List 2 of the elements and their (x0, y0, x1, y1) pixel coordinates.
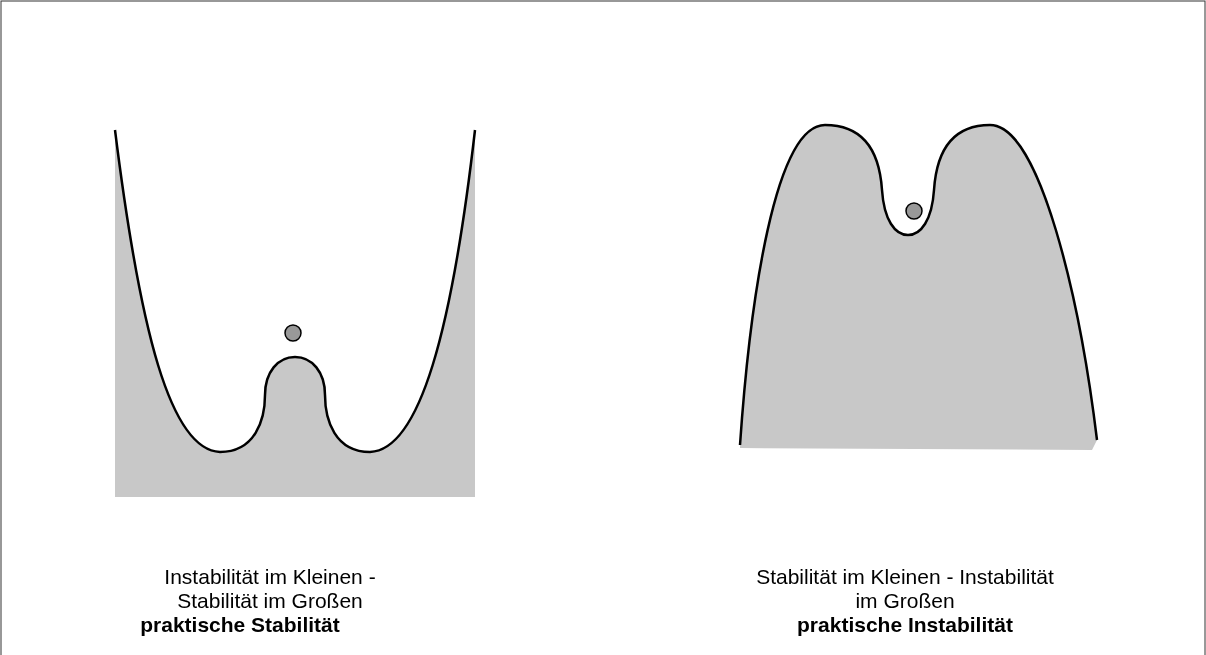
conclusion-text: praktische Stabilität (139, 613, 341, 637)
conclusion-text: praktische Instabilität (796, 613, 1014, 637)
